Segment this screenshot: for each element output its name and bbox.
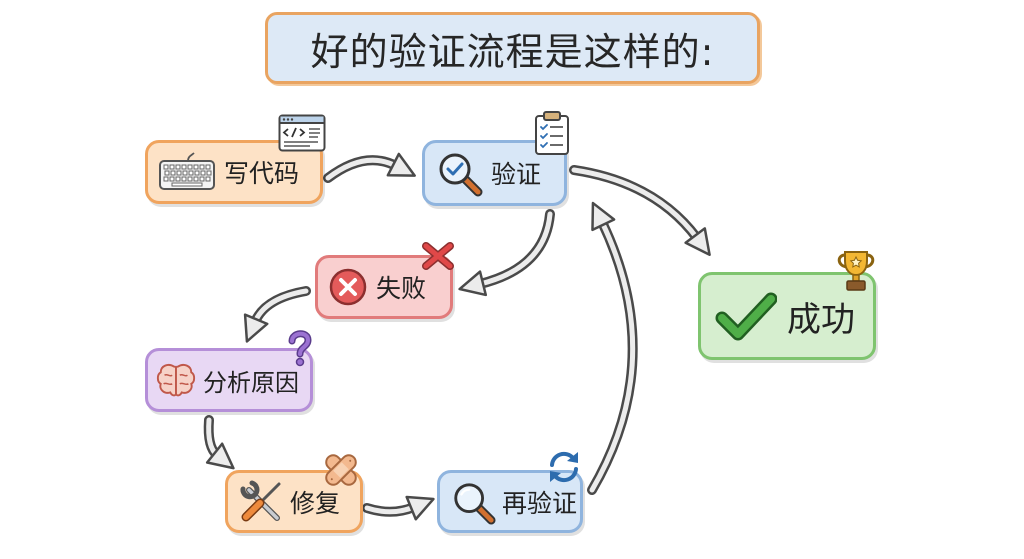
trophy-icon: [835, 249, 877, 297]
arrow-shaft-highlight: [589, 201, 636, 493]
node-label: 写代码: [224, 159, 300, 188]
brain-icon: [155, 360, 197, 400]
x-circle-icon: [328, 267, 368, 307]
node-label: 成功: [787, 299, 855, 340]
arrow-verify-to-fail: [458, 209, 555, 297]
question-mark-icon: [286, 329, 314, 371]
refresh-icon: [544, 447, 584, 491]
clipboard-checklist-icon: [533, 110, 571, 160]
red-x-icon: [420, 240, 456, 276]
arrow-shaft: [569, 165, 702, 243]
page-title: 好的验证流程是这样的:: [265, 12, 760, 84]
wrench-screwdriver-icon: [238, 479, 284, 525]
node-success: 成功: [698, 272, 876, 360]
arrow-fix-to-reverify: [362, 495, 435, 521]
arrow-shaft-highlight: [325, 152, 416, 181]
arrow-shaft-highlight: [458, 211, 553, 297]
code-window-icon: [278, 114, 326, 156]
node-analyze-cause: 分析原因: [145, 348, 313, 412]
arrow-reverify-to-verify: [587, 201, 638, 495]
keyboard-icon: [158, 152, 216, 192]
checkmark-icon: [715, 290, 777, 342]
node-label: 再验证: [502, 488, 578, 518]
node-label: 分析原因: [203, 368, 299, 397]
node-label: 修复: [290, 488, 341, 518]
bandage-icon: [321, 450, 361, 494]
magnifier-check-icon: [435, 149, 483, 197]
magnifier-icon: [450, 479, 496, 525]
arrow-shaft-highlight: [243, 288, 309, 343]
node-label: 失败: [376, 274, 427, 303]
arrow-shaft-highlight: [205, 417, 235, 470]
arrow-shaft-highlight: [364, 495, 435, 521]
arrow-write-to-verify: [323, 152, 416, 183]
node-label: 验证: [491, 160, 542, 189]
arrow-shaft-highlight: [571, 167, 711, 257]
arrow-analyze-to-fix: [203, 415, 235, 470]
arrow-fail-to-analyze: [243, 286, 311, 343]
arrow-verify-to-success: [569, 165, 711, 257]
